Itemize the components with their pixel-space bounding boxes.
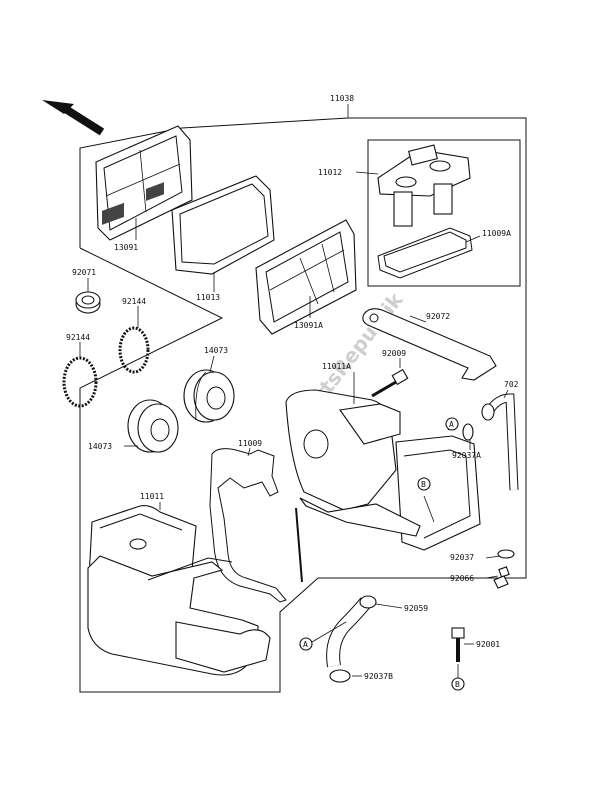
label-92059: 92059 [404, 604, 428, 613]
label-14073-left: 14073 [88, 442, 112, 451]
assembly-boundary [79, 117, 527, 693]
label-11013: 11013 [196, 293, 220, 302]
mounting-stay [362, 308, 497, 381]
label-92001: 92001 [476, 640, 500, 649]
label-11038: 11038 [330, 94, 354, 103]
label-92144-left: 92144 [66, 333, 90, 342]
drain-plug-lower [127, 399, 179, 453]
air-filter-element [95, 125, 193, 241]
filter-plate [171, 175, 275, 275]
hose-clamp-a [462, 423, 474, 441]
label-92037: 92037 [450, 553, 474, 562]
case-gasket-seal [209, 448, 303, 603]
grommet-ring [75, 291, 101, 314]
svg-text:A: A [449, 420, 454, 429]
hose-clamp-b [497, 549, 515, 559]
label-13091a: 13091A [294, 321, 323, 330]
svg-text:A: A [303, 640, 308, 649]
callout-b-lower: B [451, 677, 465, 691]
drain-hose [326, 595, 377, 668]
breather-hose [481, 393, 519, 491]
label-92066: 92066 [450, 574, 474, 583]
label-11009: 11009 [238, 439, 262, 448]
duct-gasket [377, 227, 473, 279]
snorkel-duct [377, 144, 471, 227]
air-cleaner-case-upper [285, 389, 481, 551]
bolt-92001 [451, 627, 465, 662]
svg-text:B: B [455, 680, 460, 689]
label-92037b: 92037B [364, 672, 393, 681]
plug-cap [493, 566, 510, 589]
label-92071: 92071 [72, 268, 96, 277]
drain-plug-upper [183, 369, 235, 423]
svg-text:B: B [421, 480, 426, 489]
o-ring-large [118, 326, 150, 374]
label-92144-top: 92144 [122, 297, 146, 306]
label-13091: 13091 [114, 243, 138, 252]
label-11011a: 11011A [322, 362, 351, 371]
label-92037a: 92037A [452, 451, 481, 460]
callout-a-upper: A [445, 417, 459, 431]
callout-a-lower: A [299, 637, 313, 651]
label-14073-top: 14073 [204, 346, 228, 355]
label-11012: 11012 [318, 168, 342, 177]
label-702: 702 [504, 380, 519, 389]
label-92009: 92009 [382, 349, 406, 358]
label-11009a: 11009A [482, 229, 511, 238]
bolt-92009 [371, 368, 409, 398]
label-11011: 11011 [140, 492, 164, 501]
air-cleaner-case-lower [87, 505, 271, 676]
label-92072: 92072 [426, 312, 450, 321]
hose-clamp-c [329, 669, 351, 683]
front-direction-arrow-icon [42, 100, 105, 136]
sub-assembly-box [367, 139, 521, 287]
callout-b-upper: B [417, 477, 431, 491]
filter-frame [255, 219, 357, 335]
